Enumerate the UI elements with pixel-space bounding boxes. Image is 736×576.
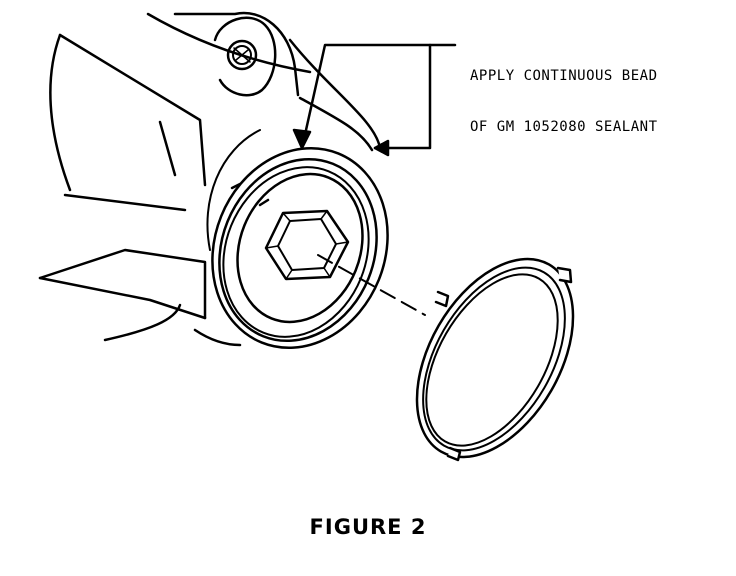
callout-leaders [292,43,457,157]
housing-face [206,129,389,350]
figure-caption: FIGURE 2 [309,515,427,539]
threaded-hole-icon [226,39,258,71]
sealant-callout: APPLY CONTINUOUS BEAD OF GM 1052080 SEAL… [470,34,658,153]
callout-line-1: APPLY CONTINUOUS BEAD [470,68,658,84]
threaded-lug [213,16,277,97]
retaining-ring [415,257,575,462]
arrow-head-icon [373,139,390,157]
hex-bolt [264,209,350,281]
center-line [317,254,426,316]
callout-line-2: OF GM 1052080 SEALANT [470,119,658,135]
arrow-head-icon [292,128,312,150]
